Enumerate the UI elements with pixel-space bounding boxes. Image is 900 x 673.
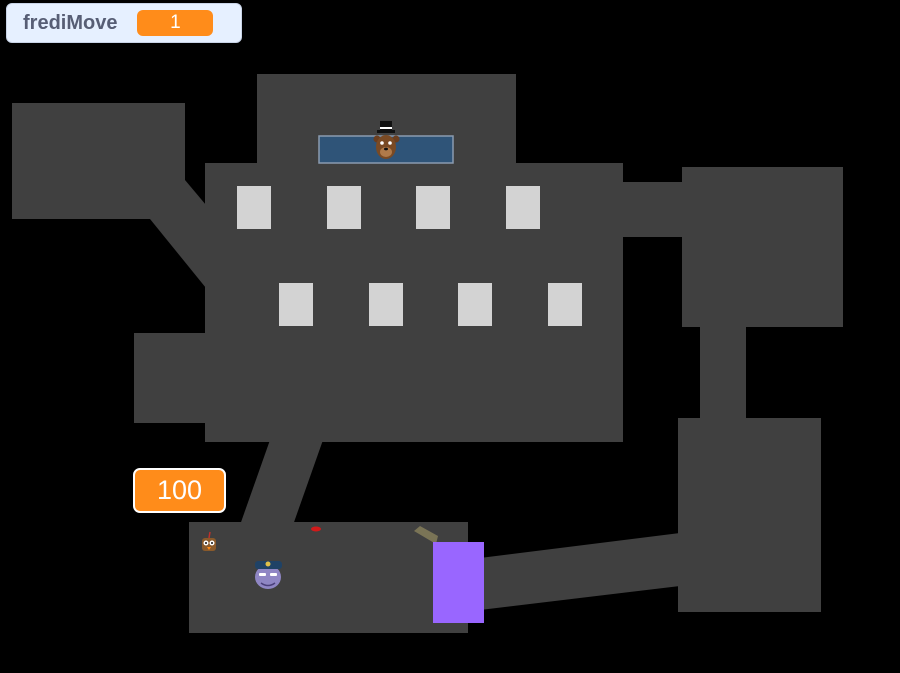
variable-monitor-fredimove: frediMove 1 bbox=[6, 3, 242, 43]
top-hat-brim bbox=[377, 130, 395, 133]
dining-tables bbox=[237, 186, 582, 326]
table bbox=[548, 283, 582, 326]
room-top-right bbox=[682, 167, 843, 327]
table bbox=[237, 186, 271, 229]
hallway-bottom-east bbox=[480, 533, 680, 610]
table bbox=[416, 186, 450, 229]
table bbox=[279, 283, 313, 326]
top-hat-icon bbox=[380, 121, 392, 131]
room-dining-west-extension bbox=[134, 333, 209, 423]
table bbox=[369, 283, 403, 326]
table bbox=[327, 186, 361, 229]
office-door[interactable] bbox=[433, 542, 484, 623]
hallway-diagonal-left bbox=[150, 180, 206, 288]
hallway-right-vertical bbox=[700, 325, 746, 420]
security-guard-sprite[interactable] bbox=[255, 561, 282, 589]
red-light-button[interactable] bbox=[311, 526, 321, 532]
variable-value: 1 bbox=[137, 10, 214, 36]
freddy-sprite[interactable] bbox=[373, 121, 400, 159]
chica-cupcake-sprite[interactable] bbox=[202, 531, 216, 551]
room-top-left bbox=[12, 103, 185, 219]
power-display: 100 bbox=[133, 468, 226, 513]
hallway-diagonal-bottom bbox=[240, 440, 323, 525]
hallway-east bbox=[620, 182, 685, 237]
table bbox=[506, 186, 540, 229]
flashlight-icon[interactable] bbox=[414, 526, 438, 544]
room-office bbox=[189, 522, 468, 633]
variable-name: frediMove bbox=[23, 11, 118, 34]
room-bottom-right bbox=[678, 418, 821, 612]
table bbox=[458, 283, 492, 326]
